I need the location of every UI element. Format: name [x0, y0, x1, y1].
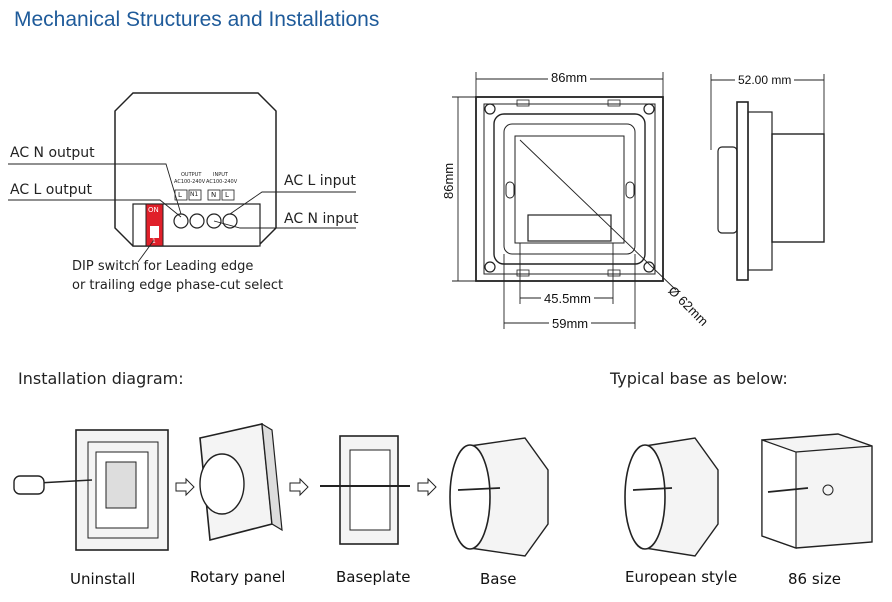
arrow-1	[175, 477, 195, 497]
terminal-label-2: N1	[190, 191, 199, 198]
terminal-screw-2	[189, 213, 205, 229]
switch-number: 1	[152, 238, 156, 245]
caption-baseplate: Baseplate	[336, 568, 411, 586]
installation-heading: Installation diagram:	[18, 369, 184, 388]
terminal-box-3	[207, 189, 221, 201]
label-ac-n-input: AC N input	[284, 211, 359, 227]
label-ac-n-output: AC N output	[10, 145, 95, 161]
dim-inner2: 59mm	[549, 316, 592, 331]
leader-ac-l-output	[8, 199, 182, 218]
switch-on-label: ON	[148, 206, 159, 214]
side-view	[717, 101, 825, 281]
input-label: INPUT	[213, 172, 228, 178]
terminal-screw-1	[173, 213, 189, 229]
output-label: OUTPUT	[181, 172, 202, 178]
terminal-label-4: L	[225, 191, 229, 199]
leader-ac-l-input	[229, 191, 356, 215]
baseplate-drawing	[320, 435, 410, 545]
dim-inner1: 45.5mm	[541, 291, 594, 306]
leader-ac-n-output	[8, 163, 182, 215]
arrow-3	[417, 477, 437, 497]
terminal-box-2	[188, 189, 202, 201]
86-size-base-drawing	[761, 433, 873, 549]
terminal-box-4	[221, 189, 235, 201]
caption-uninstall: Uninstall	[70, 570, 136, 588]
base-drawing	[449, 437, 549, 557]
input-voltage: AC100-240V	[206, 179, 238, 185]
page-title: Mechanical Structures and Installations	[14, 8, 380, 31]
caption-base: Base	[480, 570, 517, 588]
arrow-2	[289, 477, 309, 497]
rotary-panel-drawing	[199, 422, 283, 542]
label-ac-l-output: AC L output	[10, 182, 92, 198]
diameter-line	[519, 139, 677, 291]
uninstall-drawing	[13, 429, 169, 551]
leader-ac-n-input	[213, 220, 356, 229]
label-dip-line2: or trailing edge phase-cut select	[72, 278, 284, 293]
output-voltage: AC100-240V	[174, 179, 206, 185]
leader-dip	[137, 239, 155, 263]
front-view	[475, 96, 664, 282]
label-dip-line1: DIP switch for Leading edge	[72, 259, 254, 274]
caption-rotary-panel: Rotary panel	[190, 568, 286, 586]
european-base-drawing	[624, 437, 719, 557]
terminal-screw-4	[222, 213, 238, 229]
terminal-label-3: N	[211, 191, 217, 199]
label-ac-l-input: AC L input	[284, 173, 356, 189]
terminal-label-1: L	[178, 191, 182, 199]
caption-european-style: European style	[625, 568, 738, 586]
corner-screws	[484, 103, 655, 273]
dip-switch-slider	[150, 226, 159, 238]
typical-base-heading: Typical base as below:	[610, 369, 788, 388]
dim-depth: 52.00 mm	[735, 73, 795, 87]
dim-width: 86mm	[548, 70, 591, 85]
caption-86-size: 86 size	[788, 570, 841, 588]
dim-height: 86mm	[441, 159, 456, 202]
